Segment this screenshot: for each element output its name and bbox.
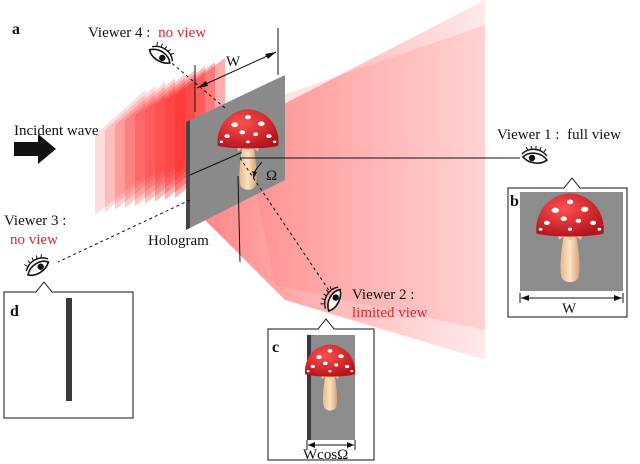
sightline-viewer-3 [57, 199, 191, 263]
panel-d-label: d [10, 303, 19, 320]
viewer-3-status: no view [10, 232, 58, 248]
viewer-4-status: no view [158, 25, 206, 41]
viewer-3-name: Viewer 3 : [4, 213, 66, 229]
svg-text:Viewer 4 : no view: Viewer 4 : no view [88, 25, 206, 41]
panel-b: W b [507, 177, 628, 318]
viewer-1-status: full view [567, 127, 621, 143]
sightline-viewer-4 [167, 59, 226, 109]
incident-wave-label: Incident wave [14, 123, 99, 139]
panel-d: d [3, 281, 134, 419]
sightline-viewer-2 [239, 157, 331, 293]
panel-c-width-label: WcosΩ [303, 447, 348, 463]
viewer-1-name: Viewer 1 : [497, 127, 559, 143]
angle-label: Ω [266, 168, 277, 184]
svg-text:Viewer 1 : full view: Viewer 1 : full view [497, 127, 621, 143]
panel-b-label: b [510, 193, 519, 210]
viewer-2-status: limited view [352, 305, 428, 321]
panel-b-width-label: W [562, 301, 577, 317]
viewer-2-name: Viewer 2 : [352, 287, 414, 303]
width-label: W [226, 54, 241, 70]
hologram-label: Hologram [148, 233, 209, 249]
viewer-1-eye-icon [521, 145, 548, 164]
panel-c: WcosΩ c [267, 318, 375, 463]
panel-c-label: c [272, 339, 279, 356]
diffracted-beam [195, 0, 485, 360]
incident-arrow-icon [14, 134, 56, 164]
width-dimension-line [196, 51, 277, 89]
viewer-3-eye-icon [21, 250, 53, 279]
hologram-plate-edge [186, 120, 190, 230]
diffracted-beam-inner [240, 25, 485, 330]
viewer-4-name: Viewer 4 : [88, 25, 150, 41]
panel-a-label: a [12, 21, 20, 38]
